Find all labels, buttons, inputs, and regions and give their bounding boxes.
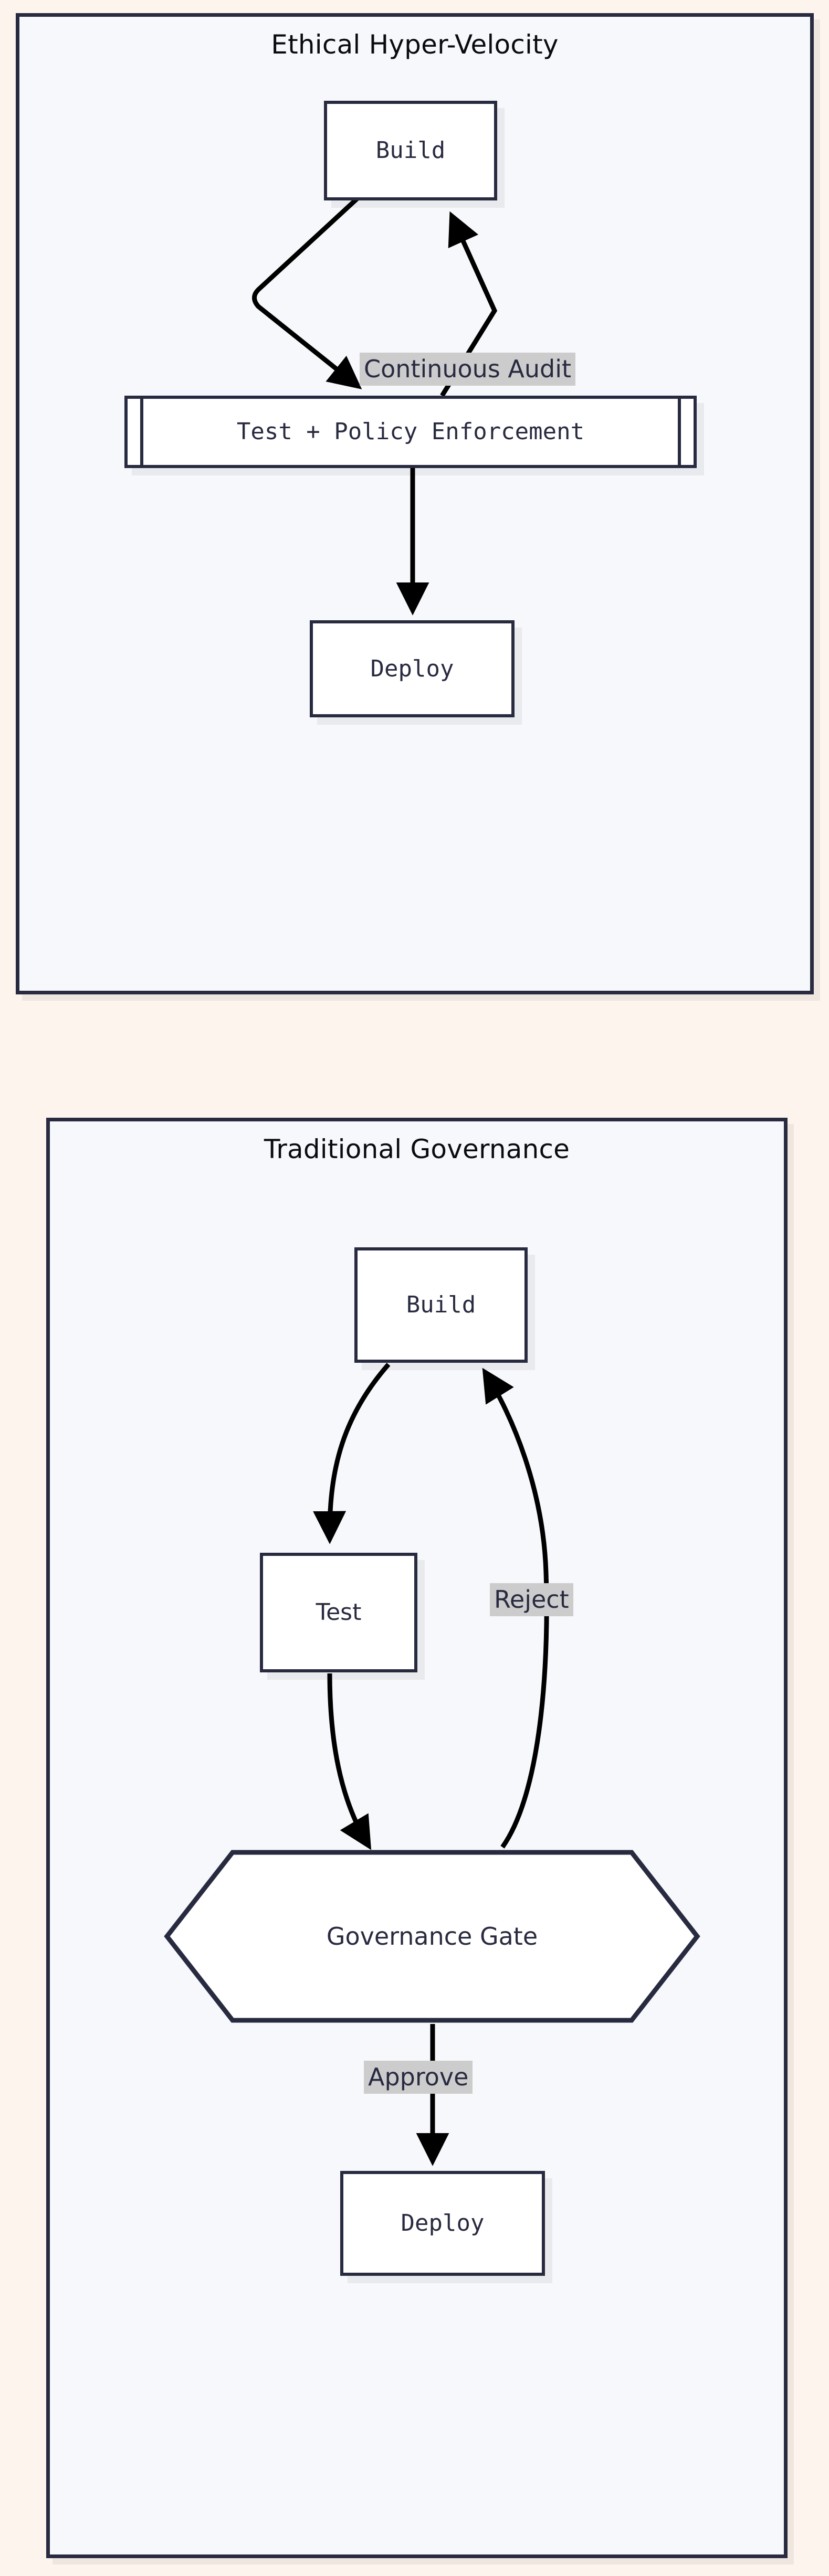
subroutine-bar-right xyxy=(678,396,681,468)
edge-label-reject: Reject xyxy=(490,1583,573,1616)
edge-label-continuous-audit: Continuous Audit xyxy=(360,353,576,386)
subgraph-traditional-governance: Traditional Governance Build Test xyxy=(46,1118,788,2558)
node-governance-gate[interactable]: Governance Gate xyxy=(164,1850,700,2023)
node-deploy-label: Deploy xyxy=(401,2210,485,2236)
node-deploy-label: Deploy xyxy=(370,655,454,682)
hexagon-shape xyxy=(164,1850,700,2023)
node-build-label: Build xyxy=(375,137,446,164)
node-test-label: Test xyxy=(316,1599,362,1626)
node-build[interactable]: Build xyxy=(324,101,497,200)
node-governance-gate-label: Governance Gate xyxy=(326,1922,538,1950)
diagram-title-ethical: Ethical Hyper-Velocity xyxy=(271,29,559,60)
node-test-policy-enforcement[interactable]: Test + Policy Enforcement xyxy=(124,396,697,468)
node-build[interactable]: Build xyxy=(354,1247,528,1363)
edge-build-to-test xyxy=(313,1363,391,1544)
edge-build-to-test xyxy=(252,196,362,389)
node-build-label: Build xyxy=(406,1291,476,1318)
edge-test-to-gate xyxy=(327,1673,372,1850)
edge-label-approve: Approve xyxy=(364,2061,473,2094)
diagram-title-traditional: Traditional Governance xyxy=(264,1134,570,1164)
node-test[interactable]: Test xyxy=(260,1553,417,1672)
subroutine-bar-left xyxy=(140,396,143,468)
node-deploy[interactable]: Deploy xyxy=(340,2171,545,2276)
node-test-policy-enforcement-label: Test + Policy Enforcement xyxy=(236,418,585,445)
node-deploy[interactable]: Deploy xyxy=(310,620,515,717)
subgraph-ethical-hyper-velocity: Ethical Hyper-Velocity Build Test + Poli… xyxy=(16,13,814,994)
